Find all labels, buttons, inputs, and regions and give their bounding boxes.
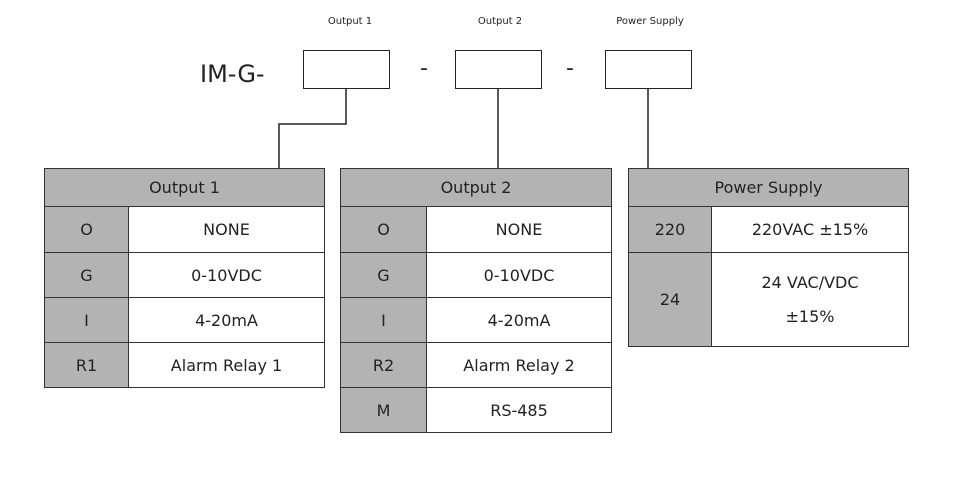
connector-output1 [278, 89, 347, 168]
separator-1: - [420, 56, 428, 81]
model-prefix: IM-G- [200, 60, 265, 88]
power-desc-line1: 24 VAC/VDC [761, 272, 859, 292]
output1-code: O [44, 206, 129, 253]
power-code: 24 [628, 252, 712, 347]
output1-desc: 0-10VDC [128, 252, 325, 298]
separator-2: - [566, 56, 574, 81]
power-desc-line2: ±15% [785, 306, 835, 326]
power-desc: 24 VAC/VDC ±15% [711, 252, 909, 347]
output1-code: G [44, 252, 129, 298]
output1-slot-box [303, 50, 390, 89]
output2-desc: 0-10VDC [426, 252, 612, 298]
output2-desc: 4-20mA [426, 297, 612, 343]
label-output2-slot: Output 2 [477, 16, 523, 27]
output2-code: O [340, 206, 427, 253]
output2-table: Output 2 O NONE G 0-10VDC I 4-20mA R2 Al… [340, 168, 612, 433]
output1-code: I [44, 297, 129, 343]
output1-desc: NONE [128, 206, 325, 253]
output2-slot-box [455, 50, 542, 89]
output2-desc: NONE [426, 206, 612, 253]
output2-code: G [340, 252, 427, 298]
output2-code: I [340, 297, 427, 343]
power-slot-box [605, 50, 692, 89]
output2-desc: Alarm Relay 2 [426, 342, 612, 388]
output1-code: R1 [44, 342, 129, 388]
output1-desc: 4-20mA [128, 297, 325, 343]
power-code: 220 [628, 206, 712, 253]
label-output1-slot: Output 1 [327, 16, 373, 27]
label-power-slot: Power Supply [616, 16, 684, 27]
output2-desc: RS-485 [426, 387, 612, 433]
power-table: Power Supply 220 220VAC ±15% 24 24 VAC/V… [628, 168, 909, 347]
output2-code: R2 [340, 342, 427, 388]
output2-code: M [340, 387, 427, 433]
power-desc: 220VAC ±15% [711, 206, 909, 253]
output1-table: Output 1 O NONE G 0-10VDC I 4-20mA R1 Al… [44, 168, 325, 388]
output1-table-title: Output 1 [44, 168, 325, 207]
output2-table-title: Output 2 [340, 168, 612, 207]
output1-desc: Alarm Relay 1 [128, 342, 325, 388]
power-table-title: Power Supply [628, 168, 909, 207]
